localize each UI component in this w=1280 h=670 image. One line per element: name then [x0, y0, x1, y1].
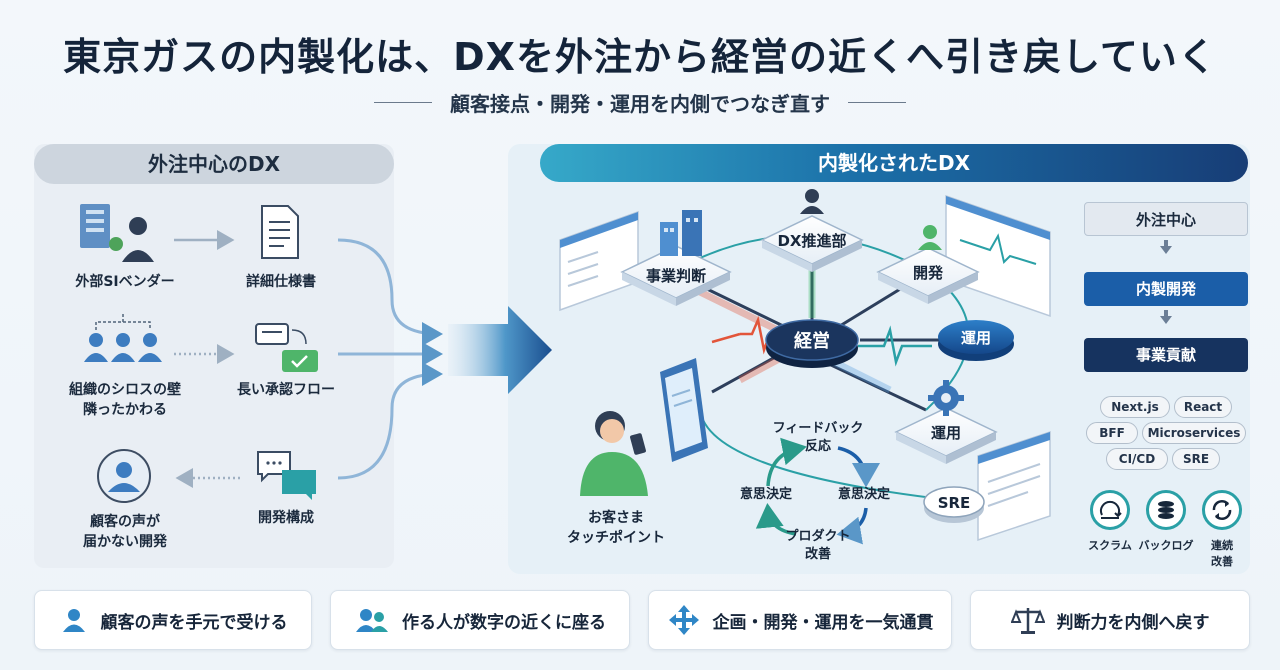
card-customer-voice-text: 顧客の声を手元で受ける	[100, 612, 288, 633]
sre-disc-label: SRE	[938, 494, 971, 512]
card-customer-voice: 顧客の声を手元で受ける	[34, 590, 312, 650]
tag-cicd: CI/CD	[1106, 448, 1168, 470]
loop-right: 意思決定	[838, 486, 890, 502]
tile-dx-label: DX推進部	[777, 232, 846, 250]
backlog-icon	[1146, 490, 1186, 530]
subtitle-row: 顧客接点・開発・運用を内側でつなぎ直す	[0, 88, 1280, 117]
right-panel-header: 内製化されたDX	[540, 144, 1248, 182]
tile-dx: DX推進部	[760, 189, 864, 272]
tile-business-label: 事業判断	[646, 267, 706, 285]
management-hub: 経営	[765, 319, 859, 368]
move-arrows-icon	[668, 605, 699, 635]
card-end-to-end: 企画・開発・運用を一気通貫	[648, 590, 952, 650]
card-builders-near-numbers-text: 作る人が数字の近くに座る	[402, 612, 606, 633]
voice-node: 顧客の声が 届かない開発	[60, 512, 190, 553]
improve-label: 連続 改善	[1196, 538, 1248, 570]
flow-arrow-2	[1160, 316, 1172, 324]
card-judgement-inside-text: 判断力を内側へ戻す	[1056, 612, 1210, 633]
scrum-label: スクラム	[1088, 539, 1132, 552]
scale-icon	[1010, 608, 1045, 634]
feedback-loop	[755, 437, 880, 545]
flow-step-contribution: 事業貢献	[1084, 338, 1248, 372]
tile-ops: 運用	[894, 380, 998, 464]
page-title: 東京ガスの内製化は、DXを外注から経営の近くへ引き戻していく	[63, 35, 1217, 79]
spec-node: 詳細仕様書	[226, 272, 336, 292]
structure-node: 開発構成	[236, 508, 336, 528]
people-icon	[356, 609, 388, 632]
sre-disc: SRE	[923, 486, 985, 523]
document-icon	[261, 205, 299, 259]
subtitle-line-right	[848, 102, 906, 103]
flow-step-outsourcing: 外注中心	[1084, 202, 1248, 236]
backlog-label: バックログ	[1138, 539, 1194, 552]
card-judgement-inside: 判断力を内側へ戻す	[970, 590, 1250, 650]
tile-business: 事業判断	[620, 210, 732, 306]
card-builders-near-numbers: 作る人が数字の近くに座る	[330, 590, 630, 650]
scrum-icon	[1090, 490, 1130, 530]
smartphone-icon	[660, 358, 708, 462]
approval-flow-icon	[255, 323, 318, 372]
dashboard-screen-left	[559, 210, 639, 312]
vendor-label: 外部SIベンダー	[75, 274, 175, 290]
org-silo-icon	[84, 314, 162, 362]
server-user-icon	[80, 204, 154, 262]
converge-arrows	[337, 238, 443, 480]
big-transition-arrow	[448, 306, 552, 394]
tag-react: React	[1174, 396, 1232, 418]
tile-dev: 開発	[876, 225, 980, 304]
spec-label: 詳細仕様書	[246, 274, 316, 290]
customer-person-icon	[580, 411, 648, 496]
flow-arrow-1	[1160, 246, 1172, 254]
loop-top-line1: フィードバック	[773, 421, 864, 436]
management-hub-label: 経営	[794, 330, 830, 352]
approval-node: 長い承認フロー	[226, 380, 346, 400]
silo-node: 組織のシロスの壁 隣ったかわる	[50, 380, 200, 421]
silo-label-line2: 隣ったかわる	[83, 402, 167, 419]
customer-label-line2: タッチポイント	[567, 529, 665, 546]
tile-ops-label: 運用	[931, 424, 961, 442]
loop-bottom-line1: プロダクト	[785, 528, 850, 544]
customer-icon	[97, 449, 151, 503]
silo-label-line1: 組織のシロスの壁	[69, 382, 181, 398]
dashboard-screen-right-bottom	[977, 430, 1051, 542]
customer-label-line1: お客さま	[588, 509, 644, 526]
improve-label-line2: 改善	[1211, 554, 1233, 568]
flow-arrow-stem-2	[1164, 310, 1168, 316]
tag-microservices: Microservices	[1142, 422, 1246, 444]
voice-label-line1: 顧客の声が	[90, 514, 160, 530]
loop-left: 意思決定	[740, 486, 792, 502]
subtitle: 顧客接点・開発・運用を内側でつなぎ直す	[450, 92, 830, 116]
voice-label-line2: 届かない開発	[83, 534, 167, 551]
left-panel-header: 外注中心のDX	[34, 144, 394, 184]
vendor-node: 外部SIベンダー	[60, 272, 190, 292]
tag-sre: SRE	[1172, 448, 1220, 470]
person-icon	[62, 609, 85, 632]
ops-disc-label: 運用	[961, 329, 991, 347]
tile-dev-label: 開発	[913, 264, 944, 282]
tag-nextjs: Next.js	[1100, 396, 1170, 418]
gear-icon	[928, 380, 964, 416]
flow-step-inhouse: 内製開発	[1084, 272, 1248, 306]
loop-top-line2: 反応	[805, 438, 831, 454]
chat-bubbles-icon	[257, 451, 316, 500]
flow-arrow-stem-1	[1164, 240, 1168, 246]
dashboard-screen-right-top	[945, 194, 1051, 318]
loop-bottom-line2: 改善	[805, 546, 831, 562]
ops-disc: 運用	[938, 320, 1014, 361]
card-end-to-end-text: 企画・開発・運用を一気通貫	[712, 612, 934, 633]
approval-label: 長い承認フロー	[237, 382, 335, 398]
refresh-icon	[1202, 490, 1242, 530]
structure-label: 開発構成	[258, 510, 314, 526]
subtitle-line-left	[374, 102, 432, 103]
tag-bff: BFF	[1086, 422, 1138, 444]
improve-label-line1: 連続	[1211, 539, 1233, 552]
